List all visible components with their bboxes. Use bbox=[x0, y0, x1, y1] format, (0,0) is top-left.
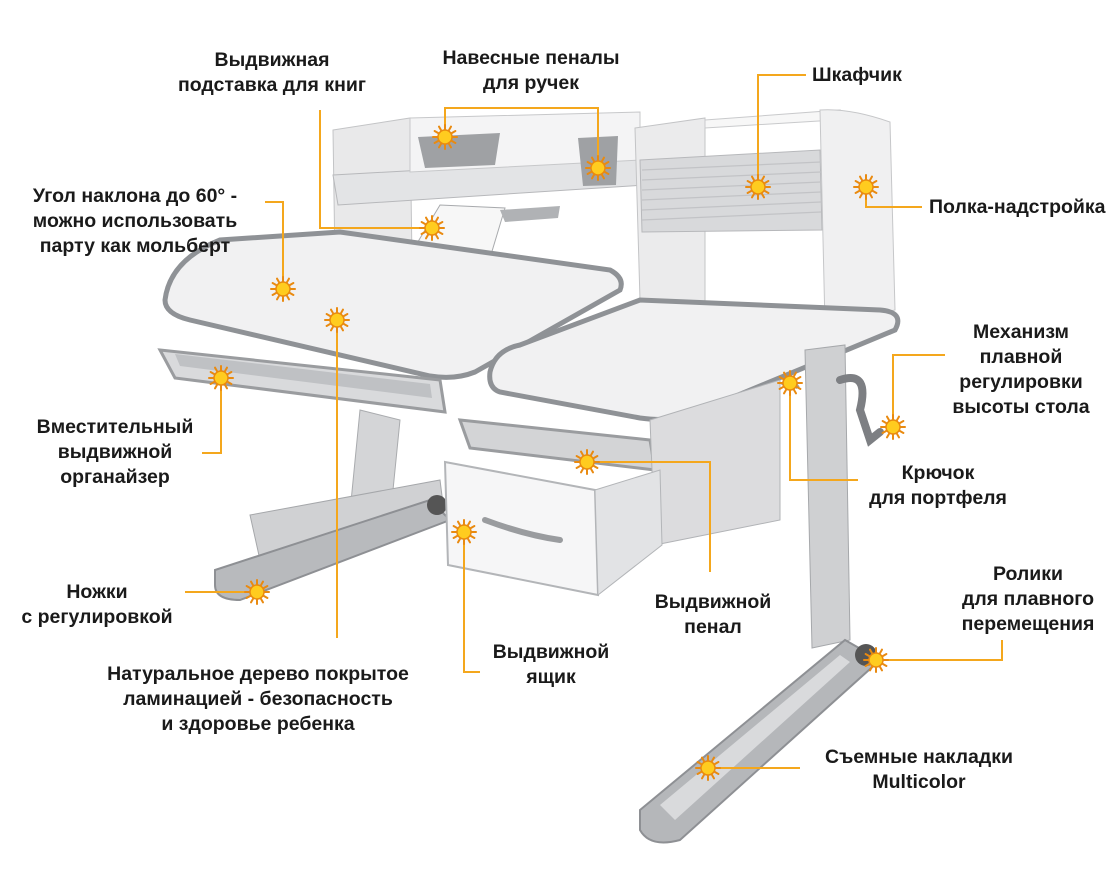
label-shelf: Полка-надстройка bbox=[929, 196, 1106, 218]
book-stand-rail bbox=[500, 206, 560, 222]
sun-marker-icon-shelf bbox=[853, 174, 879, 200]
sun-marker-icon-drawer bbox=[451, 519, 477, 545]
sun-marker-icon-cabinet bbox=[745, 174, 771, 200]
line-drawer bbox=[463, 532, 480, 673]
sun-marker-icon-tilt bbox=[270, 276, 296, 302]
sun-marker-icon-organizer bbox=[208, 365, 234, 391]
shutter-slats bbox=[641, 161, 822, 221]
pen-case-left bbox=[418, 133, 500, 168]
right-column bbox=[804, 344, 851, 649]
drawer-handle bbox=[482, 517, 563, 543]
cabinet-right-panel bbox=[819, 109, 896, 326]
label-cabinet: Шкафчик bbox=[812, 64, 902, 86]
markers bbox=[208, 124, 906, 781]
sun-marker-icon-covers bbox=[695, 755, 721, 781]
sun-marker-icon-book-stand bbox=[419, 215, 445, 241]
line-pencil bbox=[587, 461, 711, 572]
line-pen-cases bbox=[444, 107, 599, 168]
left-foot bbox=[214, 498, 452, 602]
line-tilt bbox=[265, 201, 284, 289]
line-hook bbox=[789, 383, 858, 481]
sun-marker-icon-wood bbox=[324, 307, 350, 333]
height-crank bbox=[836, 374, 884, 447]
sun-marker-icon-hook bbox=[777, 370, 803, 396]
sun-marker-icon-pencil bbox=[574, 449, 600, 475]
sun-marker-icon-pen-case-right bbox=[585, 155, 611, 181]
sun-marker-icon-rollers bbox=[863, 647, 889, 673]
organizer-inner bbox=[175, 354, 432, 398]
line-cabinet bbox=[757, 74, 806, 187]
line-height bbox=[892, 354, 945, 427]
sun-marker-icon-height bbox=[880, 414, 906, 440]
line-organizer bbox=[202, 378, 222, 454]
right-foot-cover bbox=[660, 655, 850, 820]
line-book-stand bbox=[319, 110, 432, 229]
drawer-side bbox=[594, 469, 663, 597]
line-rollers bbox=[876, 640, 1003, 661]
sun-marker-icon-legs bbox=[244, 579, 270, 605]
sun-marker-icon-pen-case-left bbox=[432, 124, 458, 150]
roller-shutter bbox=[639, 149, 823, 233]
right-tabletop bbox=[487, 297, 901, 422]
left-tabletop bbox=[162, 229, 624, 380]
left-roller bbox=[427, 495, 447, 515]
